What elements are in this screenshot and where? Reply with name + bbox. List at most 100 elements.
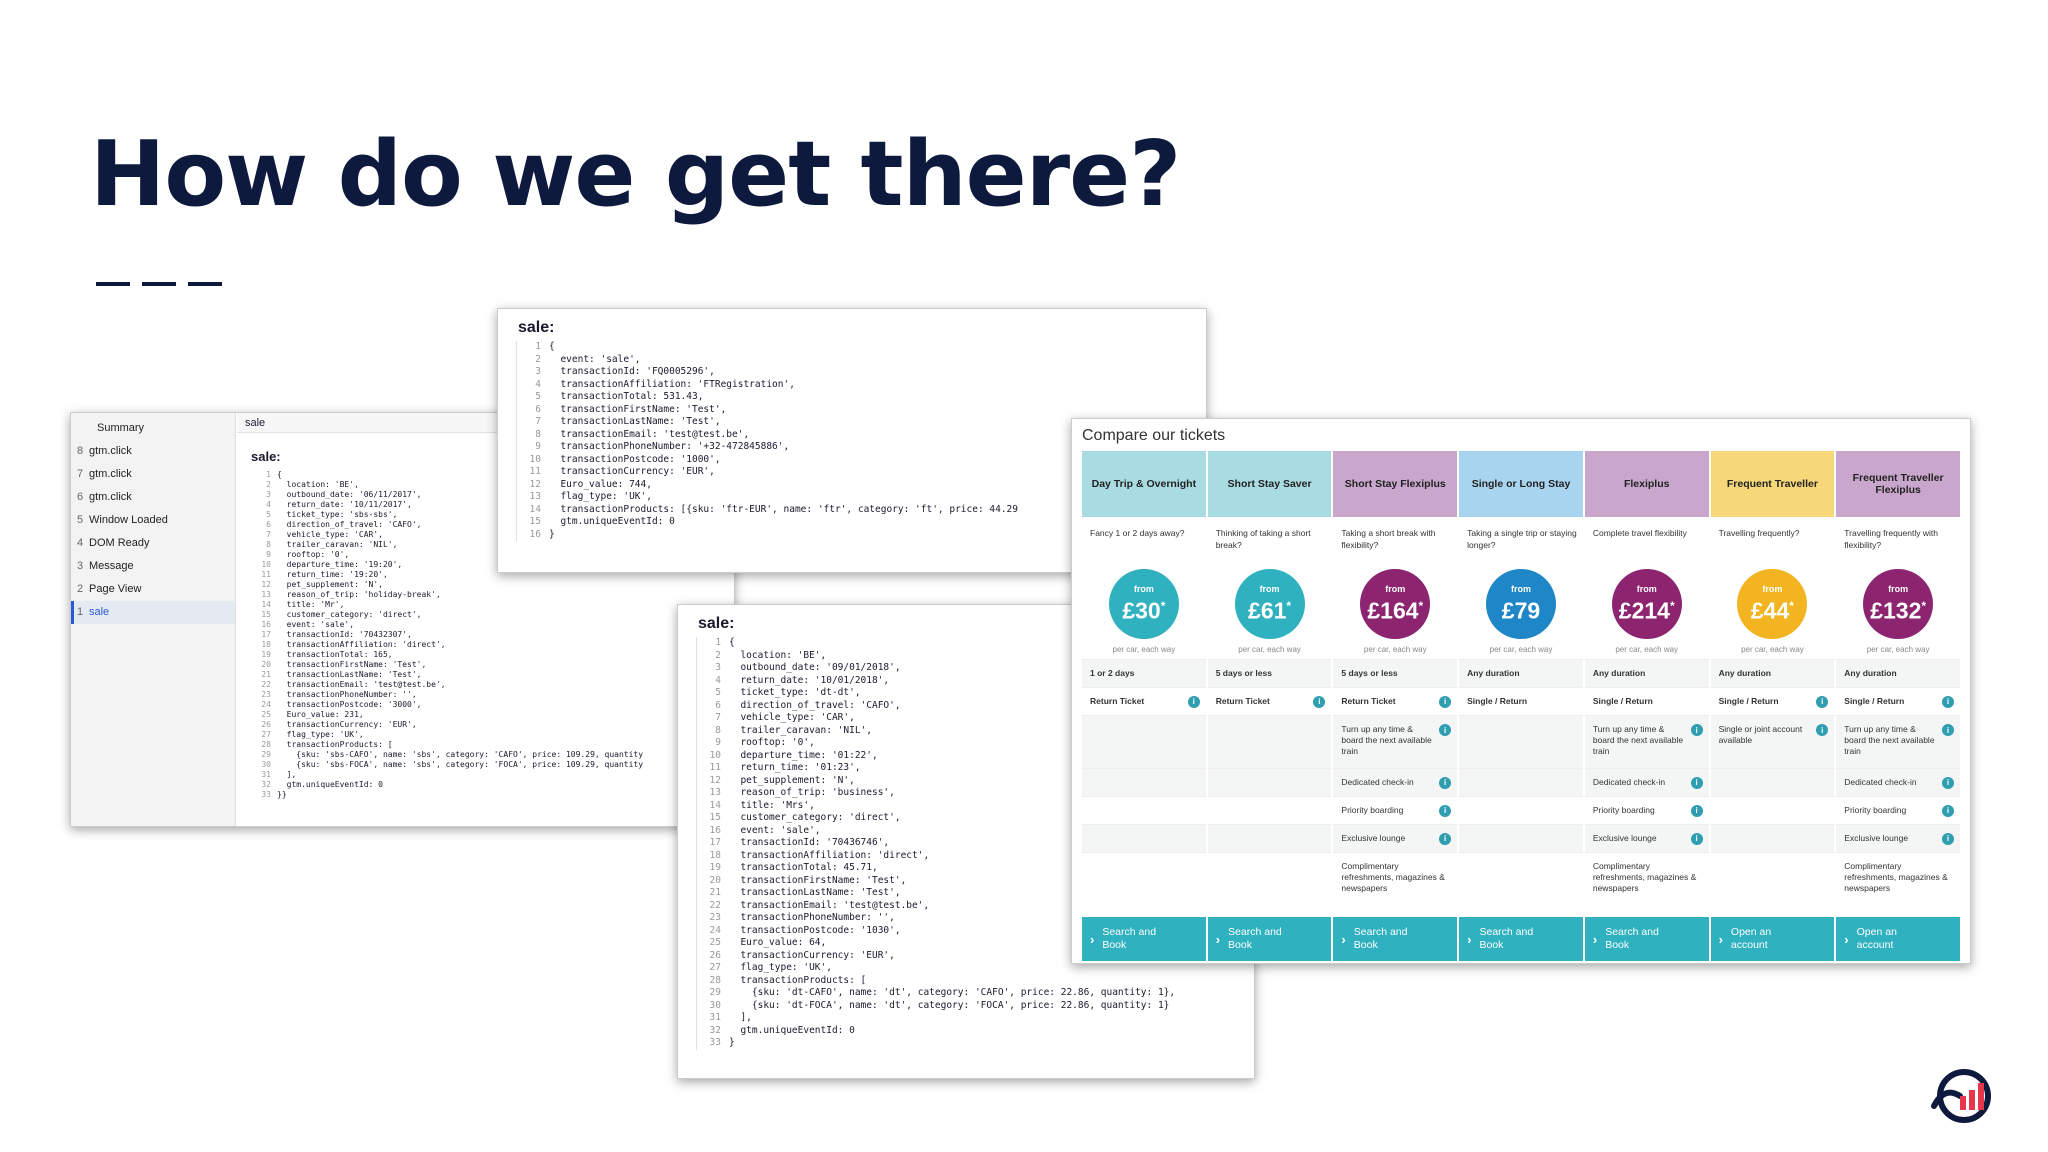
info-icon[interactable]: i xyxy=(1439,804,1452,817)
code-line: 27 flag_type: 'UK', xyxy=(253,730,734,740)
code-line: 8 trailer_caravan: 'NIL', xyxy=(253,540,734,550)
price-value: £164 xyxy=(1367,597,1419,624)
ticket-cta-button[interactable]: ›Search and Book xyxy=(1082,917,1206,961)
line-number: 31 xyxy=(709,1012,721,1023)
chevron-right-icon: › xyxy=(1718,931,1723,947)
gtm-event-number: 7 xyxy=(77,468,84,480)
ticket-cta-button[interactable]: ›Search and Book xyxy=(1207,917,1332,961)
code-text: Euro_value: 744, xyxy=(549,478,652,490)
info-icon[interactable]: i xyxy=(1439,724,1452,736)
info-icon[interactable]: i xyxy=(1313,695,1326,708)
info-icon[interactable]: i xyxy=(1942,804,1954,817)
line-number: 12 xyxy=(709,774,721,786)
code-text: transactionPhoneNumber: '+32-472845886', xyxy=(549,441,790,452)
code-text: Euro_value: 231, xyxy=(277,710,364,719)
ticket-feature-boarding-text: Priority boarding xyxy=(1341,805,1404,815)
info-icon[interactable]: i xyxy=(1816,695,1829,708)
info-icon[interactable]: i xyxy=(1942,724,1954,736)
ticket-cta-button[interactable]: ›Search and Book xyxy=(1333,917,1458,961)
info-icon[interactable]: i xyxy=(1942,776,1954,789)
ticket-cta-label: Open an account xyxy=(1856,926,1897,951)
line-number: 7 xyxy=(715,712,721,723)
gtm-sidebar-item[interactable]: Summary xyxy=(71,417,235,440)
code-line: 5 ticket_type: 'sbs-sbs', xyxy=(253,510,734,520)
code-line: 26 transactionCurrency: 'EUR', xyxy=(253,720,734,730)
code-text: transactionLastName: 'Test', xyxy=(277,670,422,679)
line-number: 28 xyxy=(709,974,721,986)
code-line: 22 transactionEmail: 'test@test.be', xyxy=(253,680,734,690)
line-number: 6 xyxy=(266,520,271,529)
code-text: rooftop: '0', xyxy=(277,550,350,559)
ticket-cta-label: Search and Book xyxy=(1479,926,1534,951)
gtm-event-label: DOM Ready xyxy=(89,537,150,549)
ticket-price-block: from£164*per car, each way xyxy=(1333,563,1458,659)
code-line: 9 rooftop: '0', xyxy=(701,737,1254,750)
code-text: transactionEmail: 'test@test.be', xyxy=(549,428,750,440)
info-icon[interactable]: i xyxy=(1439,832,1452,845)
line-number: 19 xyxy=(261,650,271,659)
code-text: reason_of_trip: 'business', xyxy=(729,787,895,798)
info-icon[interactable]: i xyxy=(1439,695,1452,708)
code-text: departure_time: '01:22', xyxy=(729,749,878,761)
ticket-feature-flex xyxy=(1207,715,1332,768)
code-text: gtm.uniqueEventId: 0 xyxy=(549,516,675,527)
code-text: transactionCurrency: 'EUR', xyxy=(729,949,895,961)
code-line: 16} xyxy=(521,529,1206,542)
info-icon[interactable]: i xyxy=(1942,832,1954,845)
price-value: £79 xyxy=(1501,597,1541,624)
code-line: 28 transactionProducts: [ xyxy=(701,975,1254,988)
line-number: 3 xyxy=(535,366,541,377)
info-icon[interactable]: i xyxy=(1690,804,1703,817)
line-number: 8 xyxy=(535,428,541,440)
ticket-feature-flex-text: Turn up any time & board the next availa… xyxy=(1844,724,1935,756)
info-icon[interactable]: i xyxy=(1690,724,1703,736)
line-number: 11 xyxy=(261,570,271,579)
info-icon[interactable]: i xyxy=(1690,776,1703,789)
line-number: 7 xyxy=(266,530,271,539)
info-icon[interactable]: i xyxy=(1816,724,1829,736)
ticket-cta-button[interactable]: ›Open an account xyxy=(1710,917,1835,961)
gtm-event-number: 6 xyxy=(77,491,84,503)
gtm-event-label: Window Loaded xyxy=(89,514,168,526)
ticket-price-block: from£132*per car, each way xyxy=(1836,563,1960,659)
info-icon[interactable]: i xyxy=(1942,695,1954,708)
ticket-type-text: Single / Return xyxy=(1718,696,1779,706)
code-line: 7 vehicle_type: 'CAR', xyxy=(253,530,734,540)
code-line: 27 flag_type: 'UK', xyxy=(701,962,1254,975)
info-icon[interactable]: i xyxy=(1439,776,1452,789)
ticket-description: Complete travel flexibility xyxy=(1584,517,1709,563)
code-text: location: 'BE', xyxy=(277,480,359,489)
ticket-cta-button[interactable]: ›Search and Book xyxy=(1459,917,1583,961)
info-icon[interactable]: i xyxy=(1187,695,1200,708)
line-number: 30 xyxy=(261,760,271,769)
line-number: 29 xyxy=(709,987,721,998)
price-badge: from£132* xyxy=(1863,568,1934,639)
info-icon[interactable]: i xyxy=(1690,832,1703,845)
code-text: customer_category: 'direct', xyxy=(277,610,422,619)
line-number: 24 xyxy=(261,700,271,709)
line-number: 5 xyxy=(266,510,271,519)
ticket-name: Short Stay Saver xyxy=(1207,451,1332,517)
ticket-cta-button[interactable]: ›Open an account xyxy=(1836,917,1960,961)
code-line: 3 outbound_date: '06/11/2017', xyxy=(253,490,734,500)
code-text: direction_of_travel: 'CAFO', xyxy=(729,699,901,711)
line-number: 7 xyxy=(535,416,541,427)
code-text: transactionId: '70432307', xyxy=(277,630,412,639)
line-number: 9 xyxy=(266,550,271,559)
code-line: 9 transactionPhoneNumber: '+32-472845886… xyxy=(521,441,1206,454)
code-line: 18 transactionAffiliation: 'direct', xyxy=(701,850,1254,863)
price-value: £44 xyxy=(1750,597,1790,624)
ticket-type-text: Single / Return xyxy=(1844,696,1905,706)
ticket-cta-button[interactable]: ›Search and Book xyxy=(1584,917,1709,961)
